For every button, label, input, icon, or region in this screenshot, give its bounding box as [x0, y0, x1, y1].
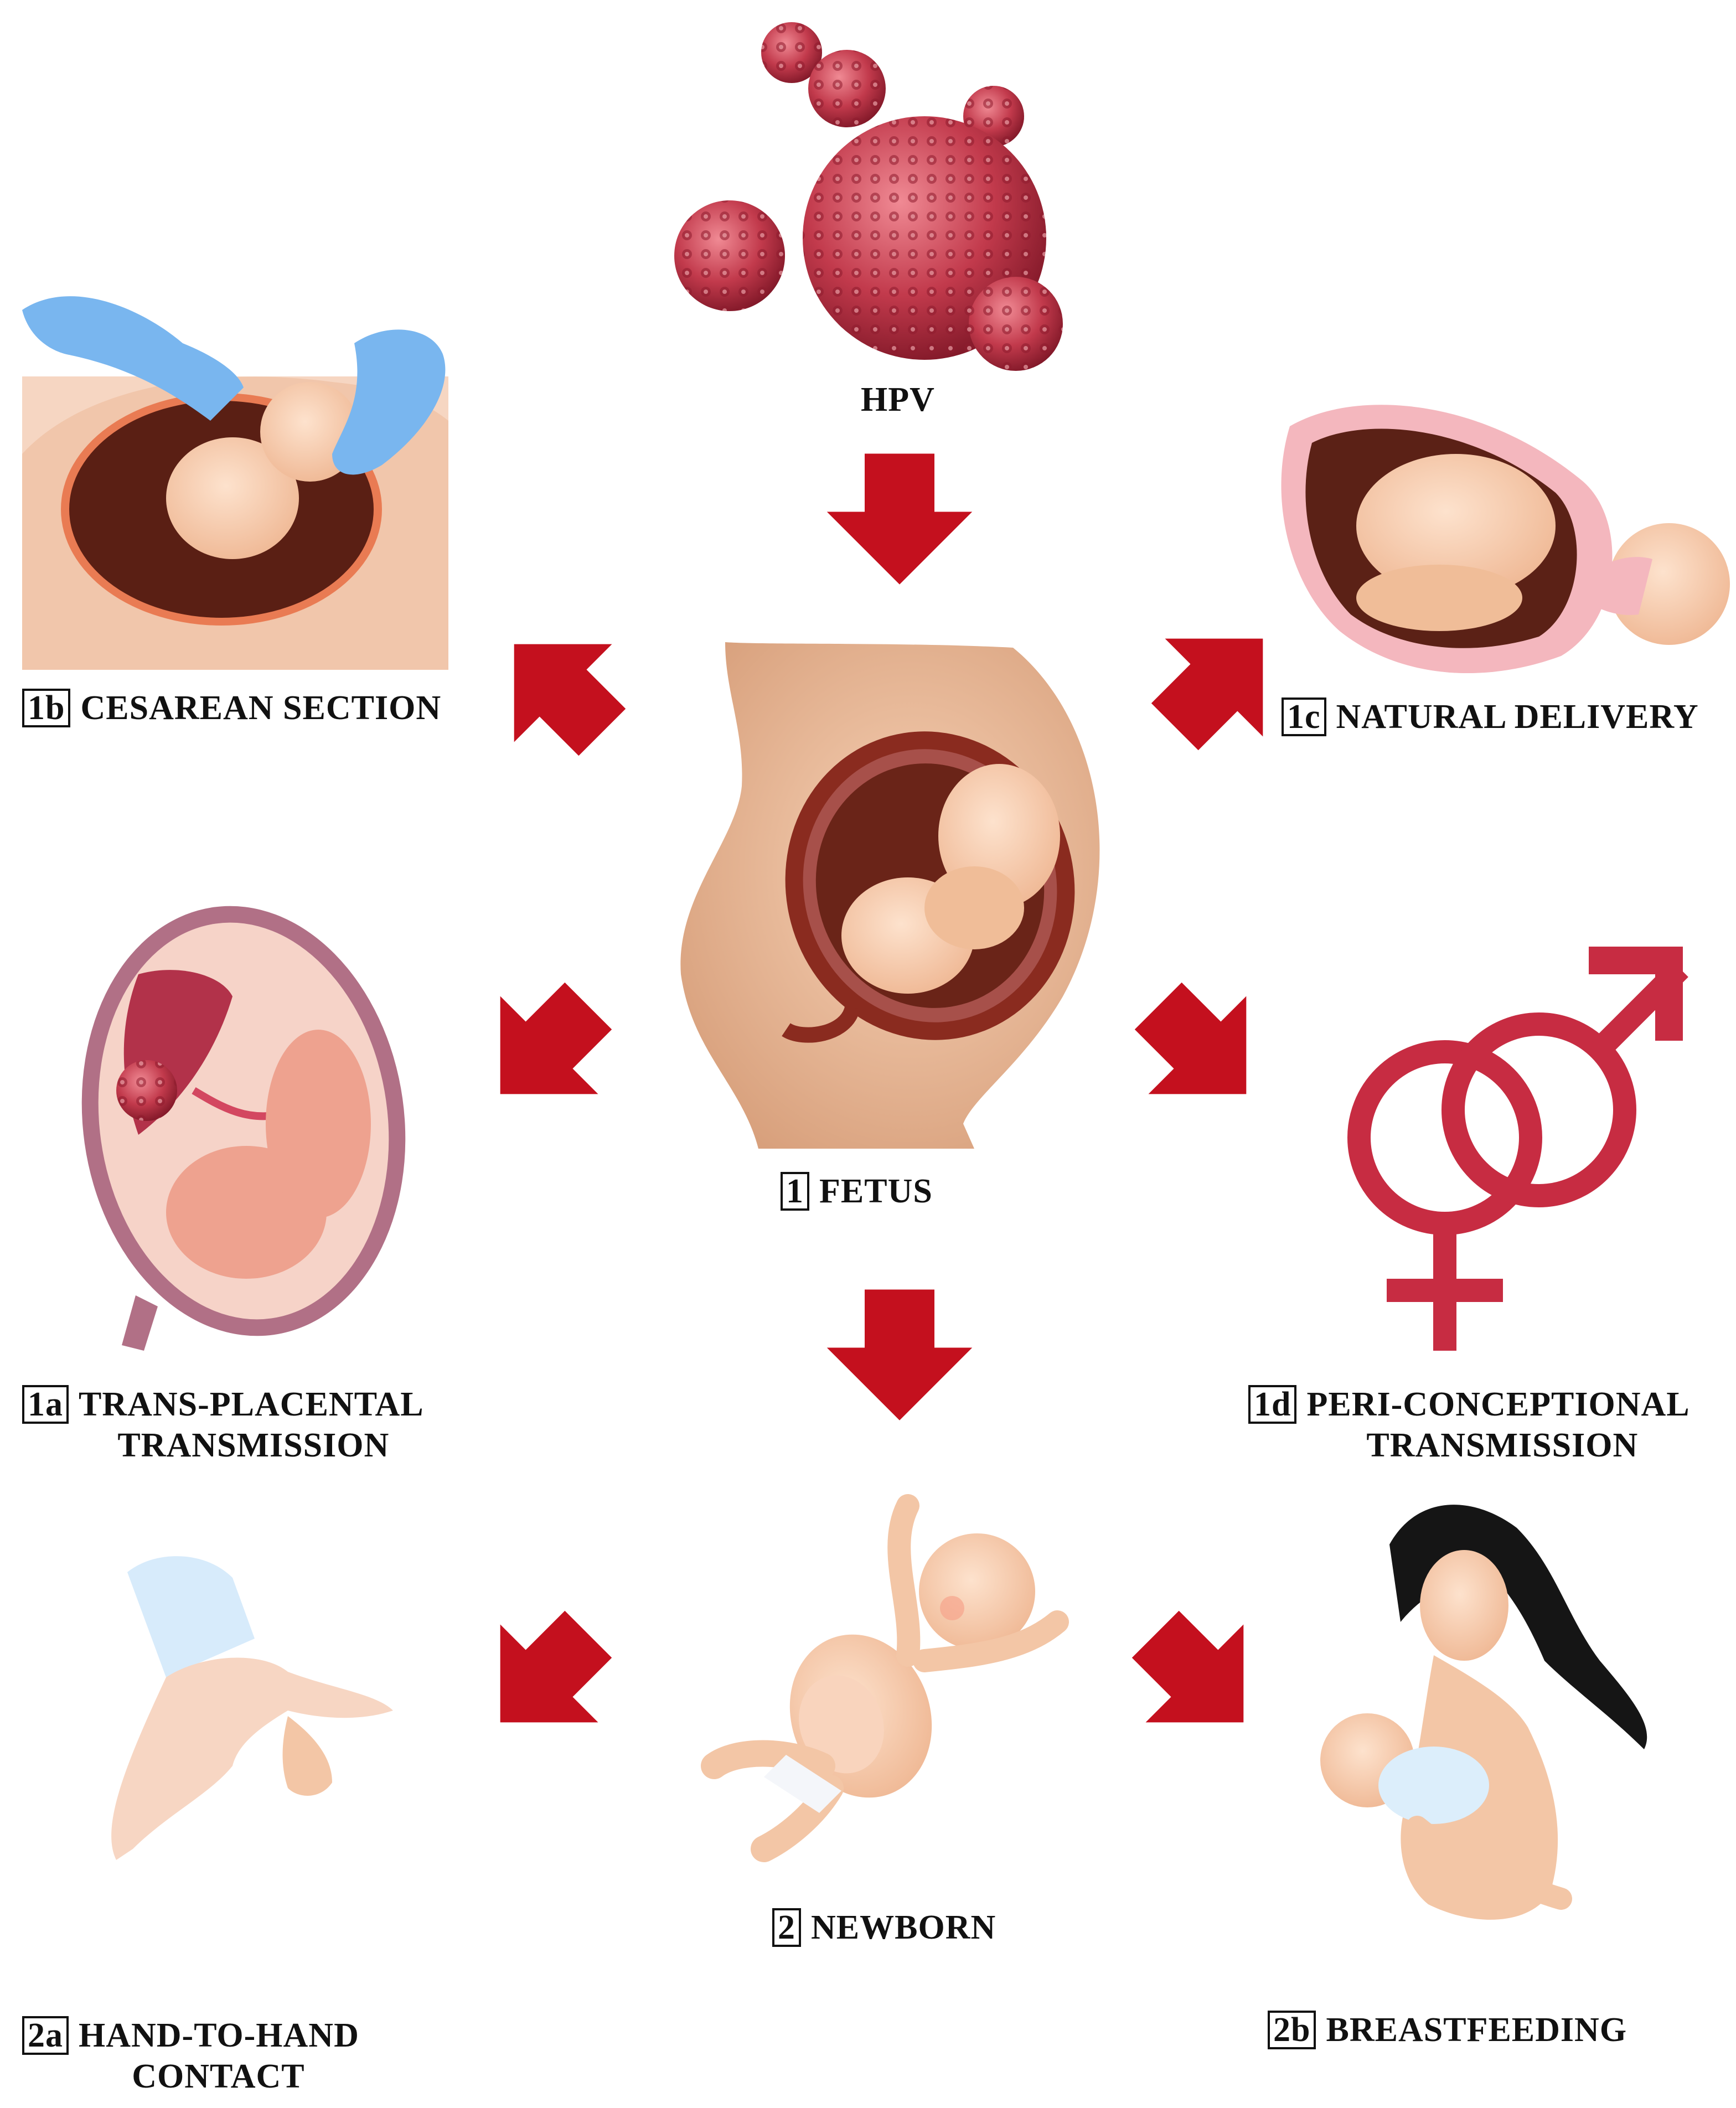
arrow-fetus-to-natural-delivery: [1125, 590, 1312, 776]
newborn-label-text: NEWBORN: [811, 1909, 996, 1946]
trans-placental-icon: [81, 906, 406, 1351]
cesarean-section-icon: [22, 296, 448, 670]
hand-to-hand-line1: HAND-TO-HAND: [79, 2017, 359, 2054]
cesarean-label-text: CESAREAN SECTION: [80, 689, 442, 727]
peri-conceptional-line2: TRANSMISSION: [1366, 1427, 1639, 1464]
trans-placental-code: 1a: [22, 1385, 69, 1424]
natural-delivery-code: 1c: [1282, 698, 1326, 736]
hpv-virus-icon: [674, 22, 1063, 371]
newborn-baby-icon: [701, 1494, 1069, 1862]
arrow-fetus-to-trans-placental: [451, 957, 638, 1143]
natural-delivery-icon: [1281, 405, 1730, 674]
trans-placental-line2: TRANSMISSION: [117, 1427, 390, 1464]
fetus-label-text: FETUS: [819, 1172, 933, 1210]
arrow-fetus-to-peri-conceptional: [1109, 957, 1295, 1143]
male-female-symbols-icon: [1347, 947, 1688, 1351]
pregnant-womb-fetus-icon: [680, 642, 1100, 1149]
arrow-fetus-to-cesarean: [465, 595, 652, 782]
natural-delivery-label: 1c NATURAL DELIVERY: [1282, 696, 1699, 737]
natural-delivery-label-text: NATURAL DELIVERY: [1336, 698, 1699, 736]
hand-to-hand-icon: [111, 1556, 394, 1860]
peri-conceptional-code: 1d: [1248, 1385, 1297, 1424]
arrow-newborn-to-breastfeeding: [1106, 1585, 1293, 1771]
breastfeeding-label: 2b BREASTFEEDING: [1268, 2009, 1627, 2050]
trans-placental-label: 1a TRANS-PLACENTAL TRANSMISSION: [22, 1384, 424, 1466]
hpv-label-text: HPV: [861, 381, 935, 418]
hand-to-hand-code: 2a: [22, 2016, 69, 2055]
arrow-newborn-to-hand-to-hand: [451, 1585, 638, 1771]
fetus-label: 1 FETUS: [781, 1171, 933, 1212]
peri-conceptional-line1: PERI-CONCEPTIONAL: [1306, 1386, 1690, 1423]
newborn-label: 2 NEWBORN: [772, 1907, 996, 1948]
arrow-hpv-to-fetus: [826, 453, 973, 585]
breastfeeding-label-text: BREASTFEEDING: [1326, 2011, 1628, 2049]
cesarean-code: 1b: [22, 689, 71, 727]
hand-to-hand-label: 2a HAND-TO-HAND CONTACT: [22, 2015, 359, 2097]
fetus-code: 1: [781, 1172, 809, 1211]
breastfeeding-icon: [1320, 1505, 1647, 1920]
newborn-code: 2: [772, 1908, 801, 1947]
hand-to-hand-line2: CONTACT: [132, 2058, 305, 2095]
hpv-label: HPV: [861, 379, 935, 420]
arrow-fetus-to-newborn: [826, 1289, 973, 1420]
breastfeeding-code: 2b: [1268, 2011, 1316, 2049]
trans-placental-line1: TRANS-PLACENTAL: [79, 1386, 424, 1423]
